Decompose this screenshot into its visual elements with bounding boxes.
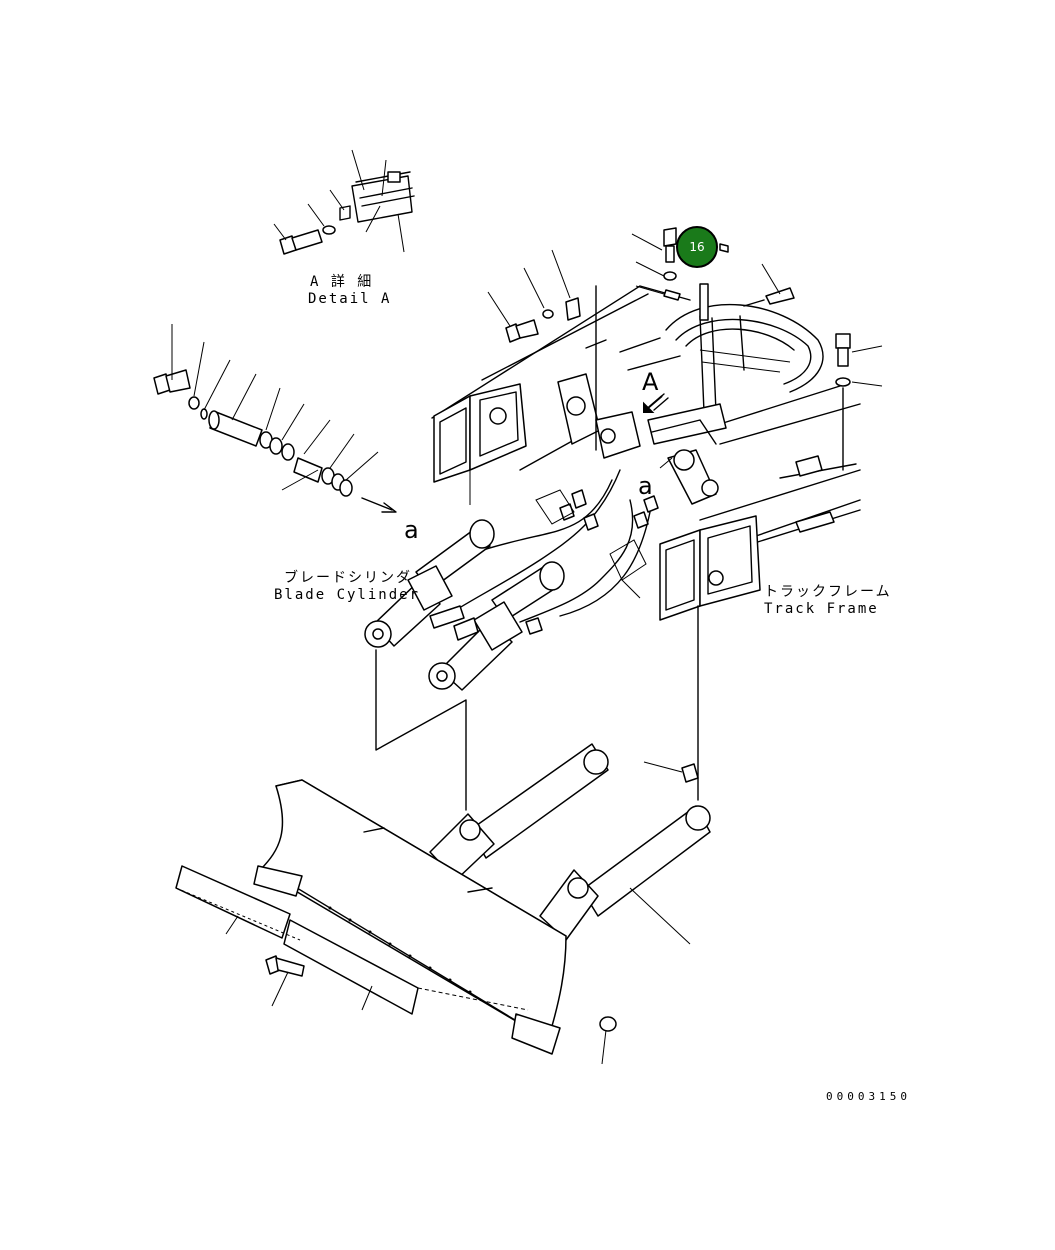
dozer-blade — [175, 779, 617, 1065]
callout-16-number: 16 — [689, 240, 704, 254]
main-frame — [431, 285, 691, 505]
blade-cylinder-jp-label: ブレードシリンダ — [284, 569, 412, 586]
view-marker-a-label: A — [642, 368, 659, 396]
track-frame-jp-label: トラックフレーム — [764, 584, 892, 600]
blade-arms — [429, 743, 711, 945]
hydraulic-hoses — [429, 469, 659, 635]
blade-bolt-holes — [328, 906, 472, 994]
detail-bolt — [279, 229, 323, 255]
detail-a-group: A 詳 細 Detail A — [273, 149, 415, 307]
view-marker-a: A — [642, 368, 669, 413]
detail-a-en-label: Detail A — [308, 291, 391, 307]
connector-a-right: a — [638, 472, 653, 500]
upper-bolts — [487, 249, 581, 343]
track-frame: トラックフレーム Track Frame — [659, 469, 892, 801]
drawing-number: 00003150 — [826, 1090, 911, 1103]
pin-and-washer-set: a — [153, 324, 419, 544]
connector-a-left: a — [404, 516, 419, 544]
swing-circle — [631, 227, 883, 479]
track-frame-en-label: Track Frame — [764, 601, 879, 617]
detail-a-jp-label: A 詳 細 — [310, 274, 373, 290]
callout-16[interactable]: 16 — [676, 226, 718, 268]
center-pivot: a — [638, 403, 727, 505]
blade-cylinders: ブレードシリンダ Blade Cylinder — [274, 519, 565, 811]
blade-cylinder-en-label: Blade Cylinder — [274, 587, 420, 603]
